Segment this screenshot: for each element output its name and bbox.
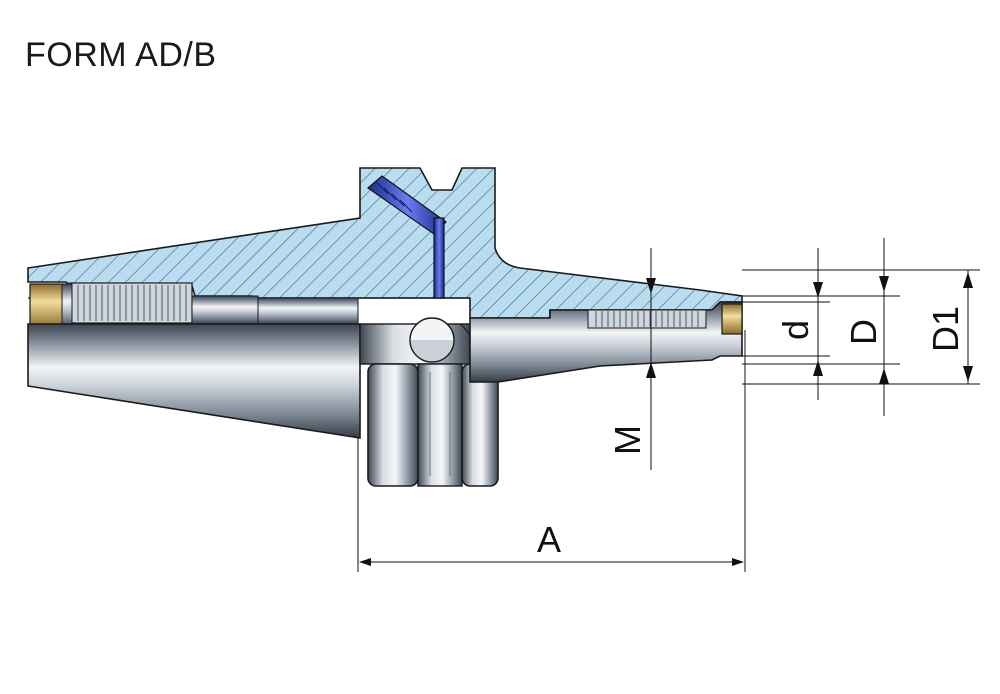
tool-shank-right	[469, 301, 743, 383]
brass-insert-left	[29, 283, 67, 329]
dimension-label-m: M	[607, 425, 648, 455]
drawing-title: FORM AD/B	[25, 36, 217, 74]
dimension-label-a: A	[537, 519, 561, 560]
dimension-label-d1: D1	[925, 306, 966, 352]
clamping-screw	[367, 175, 447, 299]
taper-shank	[27, 323, 361, 439]
flange-body	[359, 317, 499, 487]
dimension-label-d-large: D	[843, 319, 884, 345]
brass-insert-right	[721, 303, 743, 335]
dimension-label-d-small: d	[775, 320, 816, 340]
dimension-lines	[357, 238, 980, 572]
dimension-arrows	[646, 272, 973, 384]
